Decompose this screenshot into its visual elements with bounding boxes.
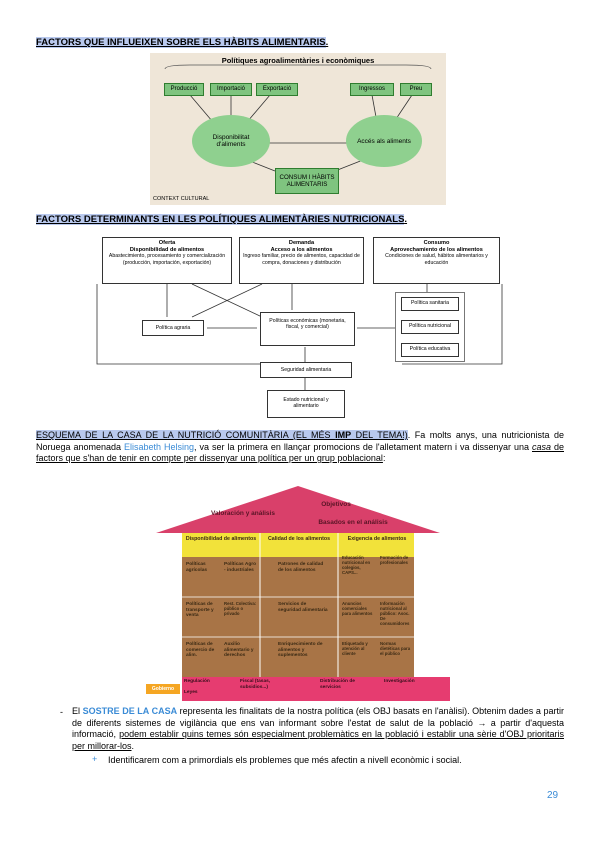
cell-politicas-agro: Políticas Agro - industriales [224,562,257,573]
house-gridlines [182,533,414,677]
sub-bullet-text: Identificarem com a primordials els prob… [108,755,462,765]
cell-politicas-agricolas: Políticas agrícolas [186,562,208,573]
cell-politicas-transporte: Políticas de transporte y venta [186,602,214,619]
cell-informacion-nutricional: Información nutricional al público: Asoc… [380,601,410,626]
cell-rest-colectiva: Rest. Colectiva: público o privado [224,601,257,616]
col-head-exigencia: Exigencia de alimentos [347,536,407,542]
house-base [182,677,450,701]
cell-enriquecimiento: Enriquecimiento de alimentos y suplement… [278,642,323,659]
box-preu: Preu [400,83,432,96]
base-leyes: Leyes [184,690,198,695]
box-politicas-economicas: Políticas económicas (monetaria, fiscal,… [260,312,355,346]
col-head-disponibilidad: Disponibilidad de alimentos [185,536,257,542]
house-body [182,557,414,677]
figure2-arrows [96,283,503,390]
cell-normas-dieteticas: Normas dietéticas para el público [380,641,411,656]
box-consum-habits: CONSUM I HÀBITS ALIMENTARIS [275,168,339,194]
box-politica-educativa: Política educativa [401,343,459,357]
ellipse-acces: Accés als aliments [346,115,422,167]
box-politica-nutricional: Política nutricional [401,320,459,334]
box-politica-sanitaria: Política sanitaria [401,297,459,311]
bullet-dash: - [60,707,63,717]
box-ingressos: Ingressos [350,83,394,96]
base-investigacion: Investigación [384,679,415,684]
cell-politicas-comercio: Políticas de comercio de alim. [186,642,215,659]
base-distribucion: Distribución de servicios [320,679,355,690]
context-cultural-label: CONTEXT CULTURAL [153,196,210,202]
roof-valoracion: Valoración y análisis [211,510,275,517]
cell-etiquetado: Etiquetado y atención al cliente [342,641,368,656]
cell-patrones-calidad: Patrones de calidad de los alimentos [278,562,324,573]
box-politica-agraria: Política agraria [142,320,204,336]
ellipse-disponibilitat: Disponibilitat d'aliments [192,115,270,167]
figure-habits-diagram: Polítiques agroalimentàries i econòmique… [150,53,446,205]
house-roof [156,486,440,533]
base-regulacion: Regulación [184,679,210,684]
box-estado-nutricional: Estado nutricional y alimentario [267,390,345,418]
figure-nutrition-house: Valoración y análisis Objetivos Basados … [146,483,450,703]
page-number: 29 [547,790,559,801]
roof-objetivos-text: Basados en el análisis [318,519,388,526]
cell-anuncios-comerciales: Anuncios comerciales para alimentos [342,601,373,616]
cell-educacion-nutricional: Educación nutricional en colegios, CAPS.… [342,555,371,575]
box-exportacio: Exportació [256,83,298,96]
box-seguridad-alimentaria: Seguridad alimentaria [260,362,352,378]
base-fiscal: Fiscal (tasas, subsidios...) [240,679,271,690]
house-columns-header [182,533,414,557]
col-head-calidad: Calidad de los alimentos [267,536,331,542]
cell-formacion-profesionales: Formación de profesionales [380,555,409,565]
bullet-sostre-casa: El SOSTRE DE LA CASA representa les fina… [72,706,564,751]
box-importacio: Importació [210,83,252,96]
heading-factors-habits: FACTORS QUE INFLUEIXEN SOBRE ELS HÀBITS … [36,37,329,48]
gobierno-badge: Gobierno [146,684,180,694]
figure1-title: Polítiques agroalimentàries i econòmique… [221,56,375,65]
box-produccio: Producció [164,83,204,96]
paragraph-casa-nutricio: ESQUEMA DE LA CASA DE LA NUTRICIÓ COMUNI… [36,430,565,463]
sub-bullet-plus: + [92,754,98,764]
roof-objetivos-title: Objetivos [321,501,351,508]
cell-auxilio-alimentario: Auxilio alimentario y derechos [224,642,254,659]
cell-servicios-seguridad: Servicios de seguridad alimentaria [278,602,328,613]
heading-factors-politiques: FACTORS DETERMINANTS EN LES POLÍTIQUES A… [36,214,408,225]
